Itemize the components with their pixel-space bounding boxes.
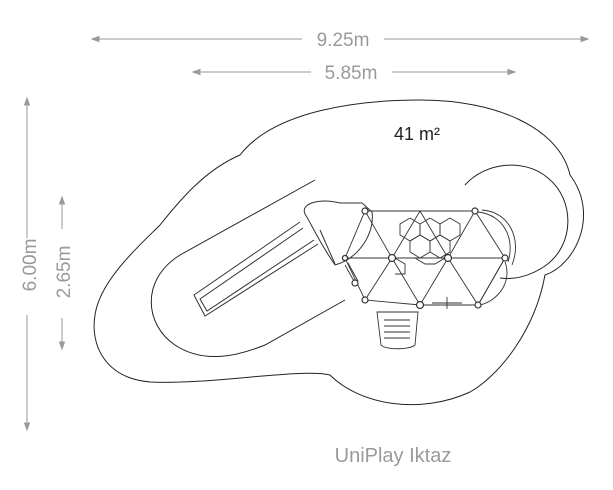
total-width-label: 6.00m: [20, 239, 41, 292]
frame-posts: [341, 207, 509, 310]
dimension-equipment-length: [191, 68, 517, 76]
swing-zone-outline: [464, 164, 569, 279]
dimension-equipment-width: [58, 195, 66, 351]
safety-zone-outline: [93, 99, 585, 406]
area-label: 41 m²: [394, 124, 440, 144]
dimension-total-length: [90, 35, 590, 43]
total-length-label: 9.25m: [317, 30, 370, 51]
dimension-total-width: [23, 96, 31, 432]
equipment-width-label: 2.65m: [54, 246, 75, 299]
product-name: UniPlay Iktaz: [335, 445, 452, 467]
slide: [193, 200, 373, 317]
climbing-frame: [344, 209, 516, 350]
equipment-length-label: 5.85m: [325, 63, 378, 84]
slide-zone-outline: [150, 179, 346, 358]
